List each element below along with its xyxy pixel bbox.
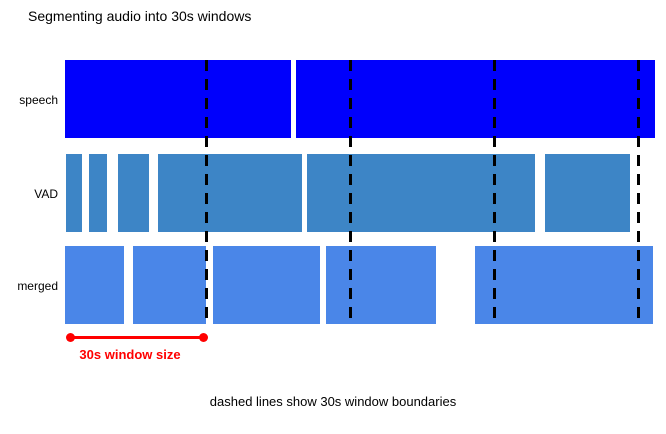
window-size-arrow: [70, 336, 203, 339]
bar-segment: [158, 154, 302, 232]
bar-segment: [133, 246, 206, 324]
row-label-speech: speech: [19, 93, 58, 107]
bar-segment: [65, 246, 124, 324]
row-label-merged: merged: [17, 279, 58, 293]
window-size-label: 30s window size: [79, 347, 181, 362]
x-axis-caption: dashed lines show 30s window boundaries: [209, 394, 457, 409]
bar-segment: [89, 154, 107, 232]
bar-segment: [475, 246, 653, 324]
window-boundary-line: [637, 60, 640, 325]
window-boundary-line: [205, 60, 208, 325]
arrow-endpoint-dot: [199, 333, 208, 342]
bar-segment: [65, 60, 291, 138]
bar-segment: [307, 154, 535, 232]
bar-segment: [545, 154, 630, 232]
bar-segment: [213, 246, 320, 324]
chart-title: Segmenting audio into 30s windows: [28, 8, 252, 24]
bar-segment: [296, 60, 655, 138]
row-label-vad: VAD: [34, 187, 58, 201]
window-boundary-line: [493, 60, 496, 325]
bar-segment: [326, 246, 436, 324]
bar-segment: [118, 154, 149, 232]
bar-segment: [66, 154, 82, 232]
arrow-endpoint-dot: [66, 333, 75, 342]
window-boundary-line: [349, 60, 352, 325]
